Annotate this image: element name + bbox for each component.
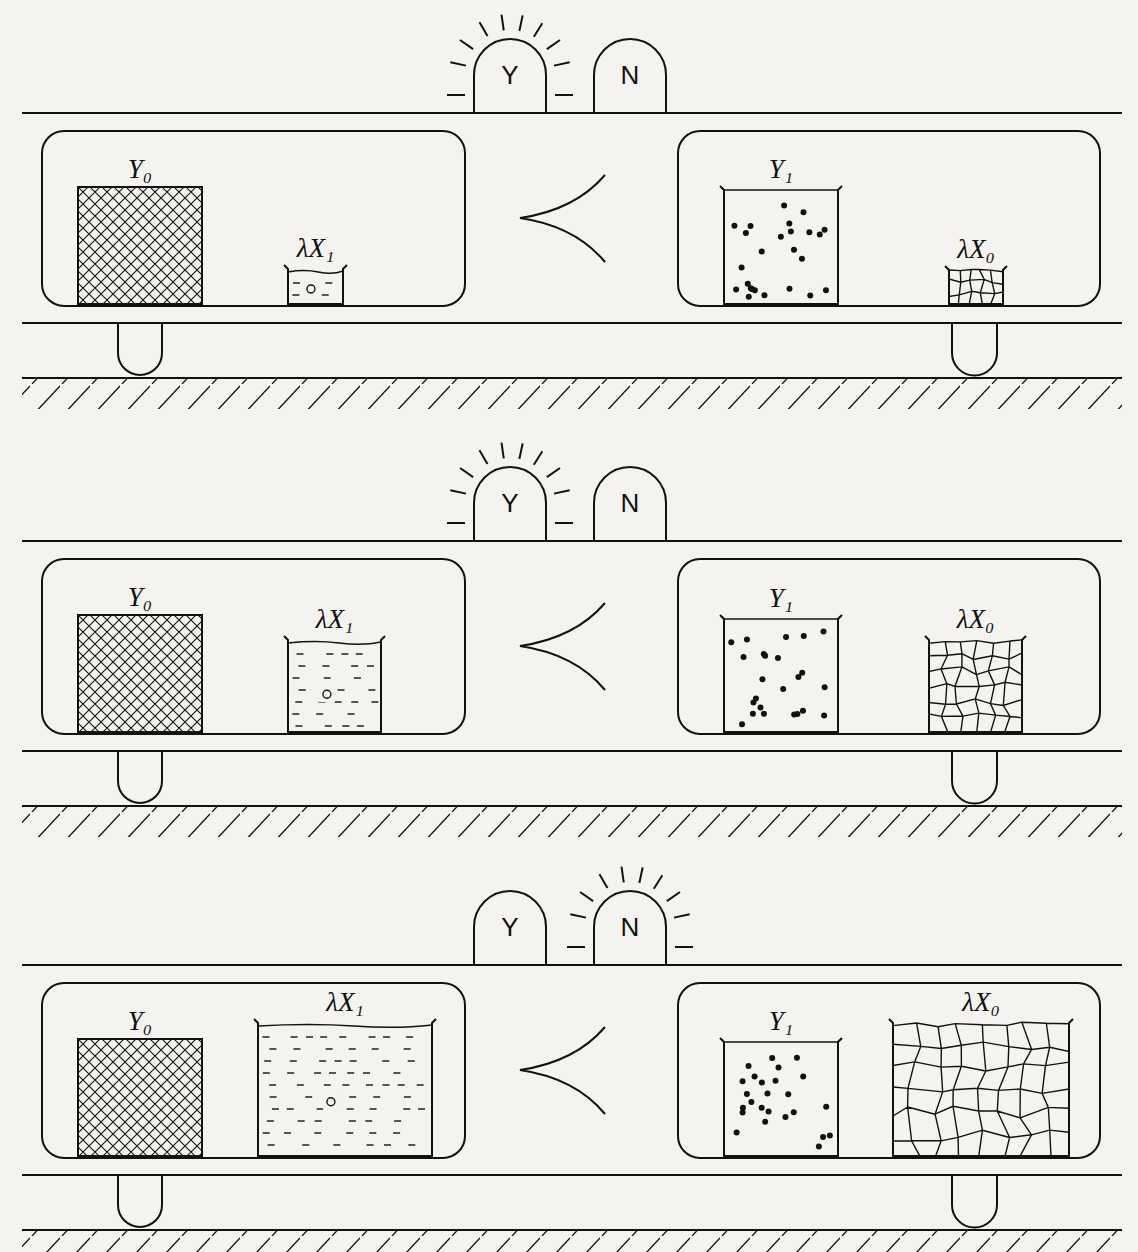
- dots-contents: [723, 1038, 839, 1157]
- lamp-letter: N: [593, 466, 667, 519]
- quantity-label: Y₁: [703, 1004, 859, 1038]
- balance-panel: [22, 541, 1122, 837]
- indicator-lamp: N: [593, 466, 667, 541]
- balance-panel: [22, 113, 1122, 409]
- quantity-label: λX₁: [237, 985, 453, 1019]
- indicator-lamp: N: [593, 890, 667, 965]
- beaker: λX₀: [908, 602, 1043, 733]
- liquid-contents: [287, 265, 344, 305]
- quantity-label: Y₁: [703, 152, 859, 186]
- lamp-letter: N: [593, 38, 667, 91]
- lamp-letter: Y: [473, 890, 547, 943]
- beaker: Y₁: [703, 1004, 859, 1157]
- beaker: λX₀: [928, 232, 1024, 305]
- quantity-label: λX₀: [872, 985, 1090, 1019]
- indicator-lamp: N: [593, 38, 667, 113]
- quantity-label: λX₀: [928, 232, 1024, 266]
- dots-contents: [723, 615, 839, 733]
- liquid-contents: [287, 636, 382, 733]
- crosshatched-block: Y₀: [57, 152, 223, 305]
- dots-contents: [723, 186, 839, 305]
- quantity-label: λX₀: [908, 602, 1043, 636]
- quantity-label: λX₁: [267, 602, 402, 636]
- beaker: Y₁: [703, 152, 859, 305]
- indicator-lamp: Y: [473, 38, 547, 113]
- beaker: λX₁: [237, 985, 453, 1157]
- liquid-contents: [257, 1019, 433, 1157]
- quantity-label: Y₁: [703, 581, 859, 615]
- beaker: λX₀: [872, 985, 1090, 1157]
- crosshatched-block: Y₀: [57, 1004, 223, 1157]
- rocks-contents: [928, 636, 1023, 733]
- quantity-label: Y₀: [57, 1004, 223, 1038]
- beaker: λX₁: [267, 602, 402, 733]
- quantity-label: λX₁: [267, 231, 364, 265]
- lamp-letter: N: [593, 890, 667, 943]
- crosshatched-block: Y₀: [57, 580, 223, 733]
- lamp-letter: Y: [473, 466, 547, 519]
- block-contents: [77, 1038, 203, 1157]
- quantity-label: Y₀: [57, 152, 223, 186]
- quantity-label: Y₀: [57, 580, 223, 614]
- beaker: Y₁: [703, 581, 859, 733]
- lamp-letter: Y: [473, 38, 547, 91]
- rocks-contents: [892, 1019, 1070, 1157]
- rocks-contents: [948, 266, 1004, 305]
- indicator-lamp: Y: [473, 890, 547, 965]
- balance-panel: [22, 965, 1122, 1252]
- beaker: λX₁: [267, 231, 364, 305]
- indicator-lamp: Y: [473, 466, 547, 541]
- block-contents: [77, 614, 203, 733]
- block-contents: [77, 186, 203, 305]
